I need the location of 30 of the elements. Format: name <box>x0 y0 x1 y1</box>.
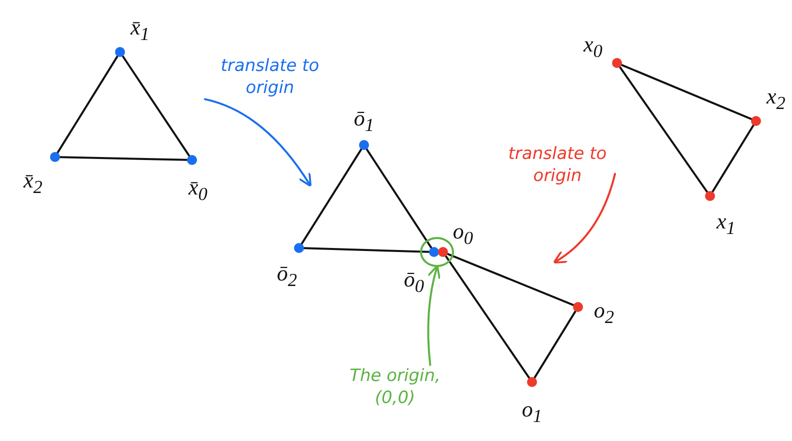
triangle-side <box>444 255 530 379</box>
curved-arrow <box>427 264 441 366</box>
vertex-label: x$_{0}$ <box>584 34 602 60</box>
triangle-side <box>446 252 574 306</box>
triangle-side <box>534 310 576 379</box>
triangle-side <box>620 64 752 120</box>
vertex-label: x̄$_{2}$ <box>24 170 42 196</box>
triangle-side <box>366 148 432 249</box>
vertex-label: o$_{1}$ <box>522 398 542 426</box>
vertex-label: ō$_{2}$ <box>276 262 298 290</box>
vertex-label: x$_{1}$ <box>716 210 736 238</box>
vertex-label: x$_{2}$ <box>766 86 786 112</box>
triangle-side <box>59 156 188 161</box>
annotation-text: The origin, (0,0) <box>340 365 450 410</box>
curved-arrow <box>553 172 616 264</box>
triangle-side <box>712 124 754 193</box>
annotation-text: translate to origin <box>500 143 615 188</box>
annotation-text: translate to origin <box>205 55 335 100</box>
vertex-label: o$_{2}$ <box>594 300 614 326</box>
triangle-side <box>56 55 118 154</box>
vertex-label: o$_{0}$ <box>452 220 474 248</box>
vertex-label: x̄$_{0}$ <box>188 176 208 204</box>
vertex-label: ō$_{1}$ <box>354 108 374 134</box>
curved-arrow <box>204 98 312 187</box>
vertex-label: ō$_{0}$ <box>404 268 424 296</box>
vertex-label: x̄$_{1}$ <box>130 16 150 44</box>
triangle-side <box>300 148 362 245</box>
triangle-side <box>303 247 430 253</box>
triangle-side <box>618 66 708 193</box>
triangle-side <box>122 55 190 157</box>
